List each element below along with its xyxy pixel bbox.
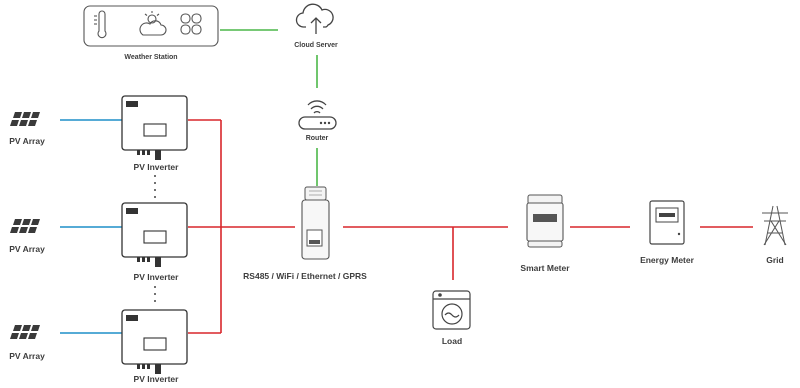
- grid: Grid: [762, 205, 788, 265]
- energy-meter: Energy Meter: [640, 200, 695, 265]
- pv-inverter-1: PV Inverter: [121, 95, 188, 172]
- router-body: [298, 116, 337, 130]
- pv-array-2: PV Array: [9, 219, 45, 254]
- pv-inverter-label: PV Inverter: [134, 162, 180, 172]
- pv-array-1: PV Array: [9, 112, 45, 146]
- weather-station-label: Weather Station: [124, 54, 177, 61]
- pv-array-label: PV Array: [9, 244, 45, 254]
- pv-array-label: PV Array: [9, 136, 45, 146]
- smart-meter: Smart Meter: [520, 194, 570, 273]
- router-label: Router: [306, 135, 329, 142]
- cloud-upload-icon: [295, 3, 334, 34]
- solar-panel-icon: [10, 325, 40, 339]
- energy-meter-label: Energy Meter: [640, 255, 695, 265]
- wifi-icon: [307, 100, 327, 114]
- fan-icon: [180, 13, 202, 35]
- cloud-server: Cloud Server: [294, 3, 338, 49]
- logger-label: RS485 / WiFi / Ethernet / GPRS: [243, 271, 367, 281]
- ellipsis-dots: [154, 175, 156, 302]
- load: Load: [432, 290, 471, 346]
- washing-machine-icon: [432, 290, 471, 330]
- transmission-tower-icon: [762, 205, 788, 246]
- pv-inverter-label: PV Inverter: [134, 272, 180, 282]
- solar-panel-icon: [10, 112, 40, 126]
- load-label: Load: [442, 336, 462, 346]
- pv-array-label: PV Array: [9, 351, 45, 361]
- grid-label: Grid: [766, 255, 783, 265]
- pv-inverter-label: PV Inverter: [134, 374, 180, 384]
- pv-inverter-3: PV Inverter: [121, 309, 188, 384]
- weather-station: Weather Station: [83, 5, 219, 61]
- sun-cloud-icon: [139, 11, 167, 36]
- thermometer-icon: [94, 10, 107, 39]
- data-logger: RS485 / WiFi / Ethernet / GPRS: [243, 186, 367, 281]
- router: Router: [298, 100, 337, 142]
- cloud-server-label: Cloud Server: [294, 42, 338, 49]
- pv-inverter-2: PV Inverter: [121, 202, 188, 282]
- smart-meter-label: Smart Meter: [520, 263, 570, 273]
- solar-panel-icon: [10, 219, 40, 233]
- power-bus: [188, 119, 753, 334]
- pv-array-3: PV Array: [9, 325, 45, 361]
